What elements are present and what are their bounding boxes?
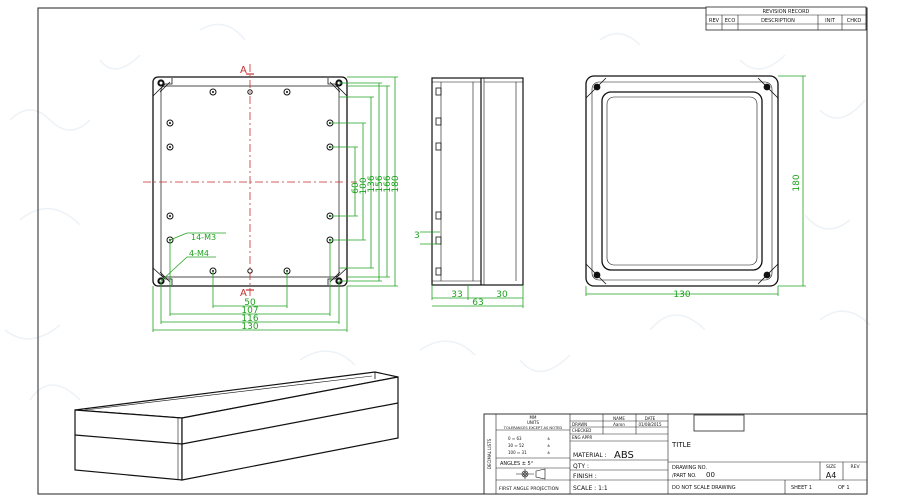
tb-tol-row-1-val: ± [547, 436, 550, 441]
eco-header: ECO [725, 18, 736, 24]
rev-header: REV [709, 18, 720, 24]
revision-record-block: REVISION RECORD REV ECO DESCRIPTION INIT… [705, 6, 867, 31]
tb-eng-appr: ENG APPR [572, 435, 592, 440]
side-dim-30: 30 [496, 290, 508, 300]
front-hole-tl [593, 83, 601, 91]
tb-decimal-lists: DECIMAL LISTS [487, 438, 492, 469]
tb-material-label: MATERIAL : [573, 452, 607, 459]
side-view-outline [431, 77, 524, 286]
side-dim-63: 63 [472, 298, 483, 308]
tb-finish: FINISH : [573, 473, 597, 480]
tb-tol-row-3-val: ± [547, 450, 550, 455]
tb-name-header: NAME [613, 416, 625, 421]
dim-h-50: 50 [244, 298, 256, 308]
side-view: 3 33 30 63 [414, 77, 524, 308]
tb-tol-row-2-val: ± [547, 443, 550, 448]
section-marker-bottom: A [240, 288, 247, 299]
callout-m4-holes: 4-M4 [189, 249, 209, 258]
side-dim-3: 3 [414, 231, 420, 241]
front-hole-tr [763, 83, 771, 91]
tb-title: TITLE [671, 441, 691, 449]
dim-v-156: 156 [375, 175, 385, 192]
tb-projection: FIRST ANGLE PROJECTION [499, 486, 559, 492]
title-block: MM UNITS TOLERANCES EXCEPT AS NOTED DECI… [483, 413, 868, 495]
chkd-header: CHKD [847, 18, 862, 24]
dim-v-100: 100 [359, 177, 369, 194]
front-dim-180: 180 [792, 174, 802, 191]
tb-tol-row-2: 30 ≈ 52 [508, 443, 525, 448]
tb-sheet-of: OF 1 [838, 485, 850, 491]
projection-symbol-icon [516, 468, 546, 480]
tb-size-value: A4 [826, 471, 837, 480]
dim-v-60: 60 [351, 182, 361, 194]
tb-date-header: DATE [645, 416, 656, 421]
title-tag-box [693, 414, 745, 432]
front-view-recess [601, 91, 763, 271]
front-hole-bl [593, 271, 601, 279]
tb-sheet: SHEET 1 [791, 485, 812, 491]
dim-h-107: 107 [241, 306, 258, 316]
vertical-dimension-lines [330, 76, 398, 287]
isometric-view [74, 371, 399, 481]
tb-drawn-name: Aaron [613, 422, 625, 427]
tb-material-value: ABS [614, 450, 634, 461]
dim-v-136: 136 [367, 175, 377, 192]
section-marker-top: A [240, 65, 247, 76]
front-dim-130: 130 [673, 290, 690, 300]
dim-v-180: 180 [391, 175, 401, 192]
tb-checked: CHECKED [572, 428, 591, 433]
dim-v-166: 166 [383, 175, 393, 192]
corner-lug-bl [152, 267, 173, 285]
front-view-outline [585, 75, 779, 287]
front-view: 180 130 [585, 75, 806, 300]
init-header: INIT [825, 18, 836, 24]
tb-tol-row-3: 100 ≈ 31 [508, 450, 527, 455]
top-view: A A 14-M3 4-M4 60 100 136 156 166 180 [143, 64, 401, 332]
tb-no-scale: DO NOT SCALE DRAWING [672, 485, 736, 491]
tb-mm: MM [530, 415, 537, 420]
tb-units: UNITS [527, 420, 540, 425]
tb-size-label: SIZE [826, 464, 836, 470]
tb-angles: ANGLES ± 5° [500, 461, 534, 467]
tb-tolerances: TOLERANCES EXCEPT AS NOTED [503, 426, 563, 430]
tb-part-no-value: 00 [706, 471, 715, 479]
front-hole-br [763, 271, 771, 279]
dim-h-130: 130 [241, 322, 258, 332]
callout-m3-threads: 14-M3 [191, 233, 216, 242]
tb-tol-row-1: 0 ≈ 63 [508, 436, 522, 441]
tb-scale: SCALE : 1:1 [573, 485, 608, 492]
dim-h-116: 116 [241, 314, 258, 324]
tb-rev-label: REV [850, 464, 860, 470]
tb-drawing-no: DRAWING NO. [672, 465, 707, 471]
corner-lug-br [327, 267, 348, 285]
tb-part-no: /PART NO. [672, 473, 697, 479]
side-dim-33: 33 [451, 290, 462, 300]
horizontal-dimension-lines [152, 240, 348, 332]
tb-drawn: DRAWN [572, 422, 587, 427]
tb-qty: QTY : [573, 463, 589, 470]
tb-drawn-date: 01/08/2015 [638, 422, 662, 427]
description-header: DESCRIPTION [761, 18, 795, 24]
sheet-border [37, 7, 868, 495]
revision-record-title: REVISION RECORD [763, 9, 810, 15]
